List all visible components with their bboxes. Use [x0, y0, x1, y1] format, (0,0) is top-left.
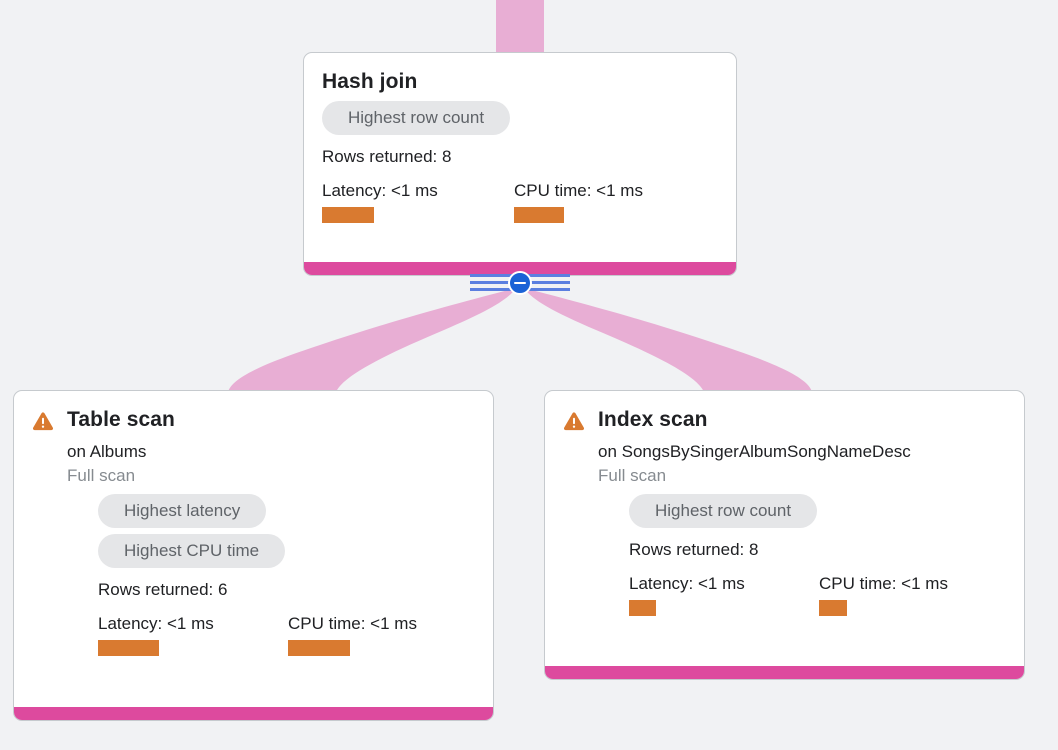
chip-highest-latency[interactable]: Highest latency — [98, 494, 267, 528]
node-chips: Highest latency Highest CPU time — [98, 494, 475, 568]
rows-returned-label: Rows returned: 8 — [629, 540, 759, 559]
node-body: Hash join Highest row count Rows returne… — [304, 53, 736, 262]
metric-latency-label: Latency: <1 ms — [629, 574, 745, 593]
node-title: Table scan — [67, 408, 175, 431]
metric-latency: Latency: <1 ms — [98, 613, 288, 656]
metric-latency: Latency: <1 ms — [322, 180, 514, 223]
node-footer-bar — [545, 666, 1024, 679]
chip-highest-cpu-time[interactable]: Highest CPU time — [98, 534, 286, 568]
metric-latency-bar — [629, 600, 656, 616]
minus-icon[interactable] — [508, 271, 532, 295]
warning-triangle-icon — [32, 412, 54, 431]
node-scan-type: Full scan — [598, 466, 667, 485]
plan-node-hash-join[interactable]: Hash join Highest row count Rows returne… — [303, 52, 737, 276]
node-footer-bar — [14, 707, 493, 720]
metric-cpu-time: CPU time: <1 ms — [514, 180, 643, 223]
warning-triangle-icon — [563, 412, 585, 431]
metric-latency-label: Latency: <1 ms — [98, 614, 214, 633]
node-chips: Highest row count — [322, 101, 718, 135]
node-header: Index scan on SongsBySingerAlbumSongName… — [563, 407, 1006, 488]
metric-cpu-time-label: CPU time: <1 ms — [514, 181, 643, 200]
metric-cpu-time-bar — [819, 600, 847, 616]
node-body: Index scan on SongsBySingerAlbumSongName… — [545, 391, 1024, 666]
metric-cpu-time: CPU time: <1 ms — [288, 613, 417, 656]
rows-returned-label: Rows returned: 6 — [98, 580, 228, 599]
node-title: Index scan — [598, 408, 708, 431]
plan-node-index-scan[interactable]: Index scan on SongsBySingerAlbumSongName… — [544, 390, 1025, 680]
node-metrics: Latency: <1 ms CPU time: <1 ms — [322, 180, 718, 223]
node-header-text: Hash join — [322, 69, 718, 95]
node-header: Hash join — [322, 69, 718, 95]
node-subtitle: on SongsBySingerAlbumSongNameDesc — [598, 442, 911, 461]
metric-cpu-time-label: CPU time: <1 ms — [288, 614, 417, 633]
node-footer-bar — [304, 262, 736, 275]
minus-glyph — [514, 281, 526, 285]
metric-latency-bar — [98, 640, 159, 656]
node-header-text: Table scan on Albums Full scan — [67, 407, 475, 488]
node-header-text: Index scan on SongsBySingerAlbumSongName… — [598, 407, 1006, 488]
collapse-children-toggle[interactable] — [470, 270, 570, 296]
node-scan-type: Full scan — [67, 466, 136, 485]
rows-returned-label: Rows returned: 8 — [322, 147, 452, 166]
edge-incoming-parent — [496, 0, 544, 52]
chip-highest-row-count[interactable]: Highest row count — [629, 494, 818, 528]
node-body: Table scan on Albums Full scan Highest l… — [14, 391, 493, 707]
metric-latency-bar — [322, 207, 374, 223]
metric-cpu-time-bar — [514, 207, 564, 223]
plan-node-table-scan[interactable]: Table scan on Albums Full scan Highest l… — [13, 390, 494, 721]
node-chips: Highest row count — [629, 494, 1006, 528]
metric-cpu-time-bar — [288, 640, 350, 656]
node-header: Table scan on Albums Full scan — [32, 407, 475, 488]
node-metrics: Latency: <1 ms CPU time: <1 ms — [98, 613, 475, 656]
metric-latency-label: Latency: <1 ms — [322, 181, 438, 200]
metric-latency: Latency: <1 ms — [629, 573, 819, 616]
metric-cpu-time-label: CPU time: <1 ms — [819, 574, 948, 593]
metric-cpu-time: CPU time: <1 ms — [819, 573, 948, 616]
node-metrics: Latency: <1 ms CPU time: <1 ms — [629, 573, 1006, 616]
chip-highest-row-count[interactable]: Highest row count — [322, 101, 511, 135]
node-subtitle: on Albums — [67, 442, 147, 461]
node-title: Hash join — [322, 70, 418, 93]
edge-hashjoin-to-table-scan — [228, 288, 516, 392]
edge-hashjoin-to-index-scan — [524, 288, 812, 392]
